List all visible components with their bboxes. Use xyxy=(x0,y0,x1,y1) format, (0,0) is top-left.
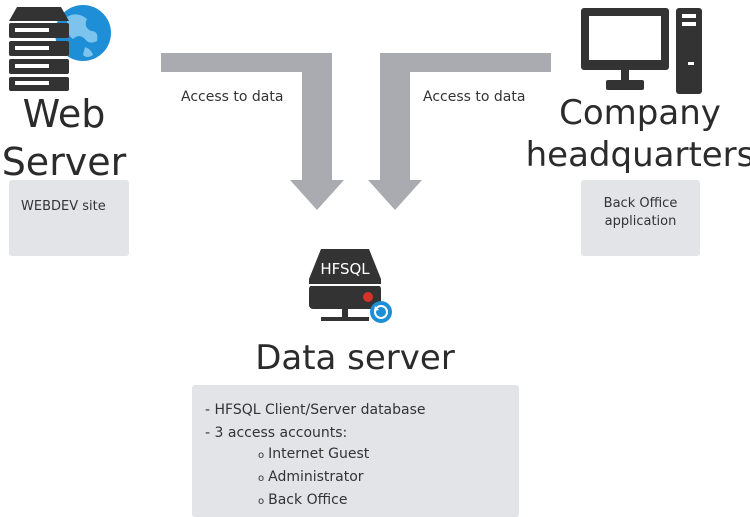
arrow-right-label: Access to data xyxy=(423,89,526,105)
company-card-text: Back Office application xyxy=(581,195,700,231)
data-server-title: Data server xyxy=(255,338,455,378)
hfsql-label: HFSQL xyxy=(320,260,370,278)
bullet-icon: o xyxy=(258,496,265,507)
hfsql-server-icon: HFSQL xyxy=(309,249,392,323)
arrow-left-label: Access to data xyxy=(181,89,284,105)
company-title: Company headquarters xyxy=(525,92,750,176)
web-server-title-line1: Web xyxy=(22,92,106,136)
web-server-title-line2: Server xyxy=(1,140,127,184)
account-label: Internet Guest xyxy=(268,446,370,462)
data-server-card xyxy=(192,385,519,517)
computer-icon xyxy=(581,8,702,94)
company-title-line2: headquarters xyxy=(525,135,750,175)
company-card-line2: application xyxy=(604,214,677,229)
web-server-card-text: WEBDEV site xyxy=(21,199,106,214)
list-item-database: - HFSQL Client/Server database xyxy=(205,402,426,418)
bullet-icon: o xyxy=(258,450,265,461)
company-card: Back Office application xyxy=(581,180,700,256)
company-title-line1: Company xyxy=(559,93,721,133)
web-server-icon xyxy=(9,5,111,91)
company-card-line1: Back Office xyxy=(603,196,678,211)
list-item-accounts: - 3 access accounts: xyxy=(205,425,348,441)
bullet-icon: o xyxy=(258,473,265,484)
web-server-card: WEBDEV site xyxy=(9,180,129,256)
web-server-title: Web Server xyxy=(0,90,128,186)
account-label: Administrator xyxy=(268,469,364,485)
account-label: Back Office xyxy=(268,492,348,508)
